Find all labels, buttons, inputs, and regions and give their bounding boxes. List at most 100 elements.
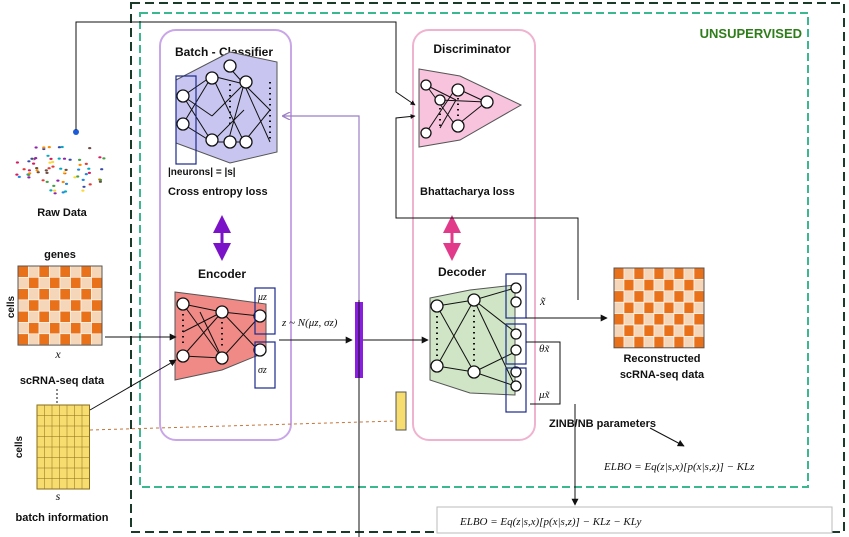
matrix-cell (693, 290, 705, 303)
elbo-outer: ELBO = Eq(z|s,x)[p(x|s,z)] − KLz − KLy (459, 516, 641, 528)
matrix-cell (693, 301, 705, 314)
matrix-cell (683, 313, 695, 326)
matrix-cell (70, 276, 82, 289)
data-point (27, 169, 31, 172)
matrix-cell (613, 324, 625, 337)
matrix-cell (693, 336, 705, 349)
scrna-seq-label: scRNA-seq data (20, 375, 105, 387)
data-point (64, 168, 68, 171)
matrix-cell (17, 333, 29, 346)
matrix-cell (633, 279, 645, 292)
data-point (84, 173, 88, 176)
data-point (98, 178, 103, 182)
encoder-title: Encoder (198, 267, 246, 281)
matrix-cell (80, 333, 92, 346)
matrix-cell (623, 267, 635, 280)
data-point (35, 169, 39, 172)
matrix-cell (623, 336, 635, 349)
decoder-network (429, 273, 527, 413)
matrix-cell (49, 265, 61, 278)
matrix-cell (623, 290, 635, 303)
matrix-cell (80, 322, 92, 335)
matrix-cell (673, 313, 685, 326)
data-point (34, 157, 38, 160)
data-point (84, 162, 88, 165)
data-point (49, 157, 53, 160)
matrix-cell (49, 322, 61, 335)
data-point (56, 179, 60, 182)
data-point (34, 146, 38, 149)
matrix-cell (663, 301, 675, 314)
matrix-cell (38, 299, 50, 312)
matrix-cell (49, 299, 61, 312)
data-point (27, 176, 31, 179)
matrix-cell (643, 279, 655, 292)
matrix-cell (633, 290, 645, 303)
matrix-cell (28, 276, 40, 289)
data-point (28, 172, 32, 175)
matrix-cell (683, 267, 695, 280)
matrix-cell (683, 301, 695, 314)
matrix-cell (643, 267, 655, 280)
data-point (15, 173, 19, 176)
data-point (62, 171, 67, 174)
data-point (15, 161, 19, 164)
matrix-cell (683, 290, 695, 303)
data-point (87, 167, 91, 170)
matrix-cell (28, 299, 40, 312)
matrix-cell (633, 336, 645, 349)
data-point (53, 192, 57, 195)
matrix-cell (663, 290, 675, 303)
matrix-cell (673, 301, 685, 314)
matrix-cell (80, 310, 92, 323)
zinb-label: ZINB/NB parameters (549, 418, 656, 430)
matrix-cell (38, 322, 50, 335)
matrix-cell (49, 333, 61, 346)
matrix-cell (663, 313, 675, 326)
matrix-cell (70, 322, 82, 335)
matrix-cell (683, 279, 695, 292)
cross-entropy-loss: Cross entropy loss (168, 186, 268, 198)
s-symbol: s (56, 489, 61, 503)
matrix-cell (643, 324, 655, 337)
data-point (30, 157, 34, 160)
data-point (57, 157, 61, 160)
matrix-cell (28, 288, 40, 301)
data-point (44, 169, 48, 172)
matrix-cell (38, 310, 50, 323)
matrix-cell (80, 299, 92, 312)
data-point (82, 185, 86, 188)
decoder-title: Decoder (438, 265, 486, 279)
data-point (102, 157, 106, 160)
matrix-cell (693, 267, 705, 280)
encoder-sigma: σz (258, 365, 267, 376)
matrix-cell (633, 324, 645, 337)
right-module-box (412, 29, 536, 441)
elbo-outer-box (436, 506, 833, 534)
data-point (78, 163, 82, 166)
batch-classifier-network (175, 51, 278, 165)
data-point (42, 146, 46, 149)
matrix-cell (683, 336, 695, 349)
data-point (64, 182, 69, 185)
matrix-cell (643, 301, 655, 314)
matrix-cell (49, 310, 61, 323)
data-point (47, 146, 51, 149)
data-point (73, 176, 77, 179)
decoder-mu: μx̃ (538, 389, 550, 401)
matrix-cell (653, 313, 665, 326)
data-point (81, 189, 85, 192)
reconstructed-matrix (613, 267, 705, 349)
matrix-cell (80, 276, 92, 289)
decoder-x-hat: x̃ (539, 294, 546, 308)
matrix-cell (17, 288, 29, 301)
data-point (31, 162, 36, 165)
matrix-cell (663, 336, 675, 349)
matrix-cell (623, 301, 635, 314)
matrix-cell (17, 299, 29, 312)
batch-decoder-input (395, 391, 407, 431)
data-point (51, 165, 55, 168)
data-point (60, 145, 64, 149)
expression-matrix (17, 265, 103, 346)
